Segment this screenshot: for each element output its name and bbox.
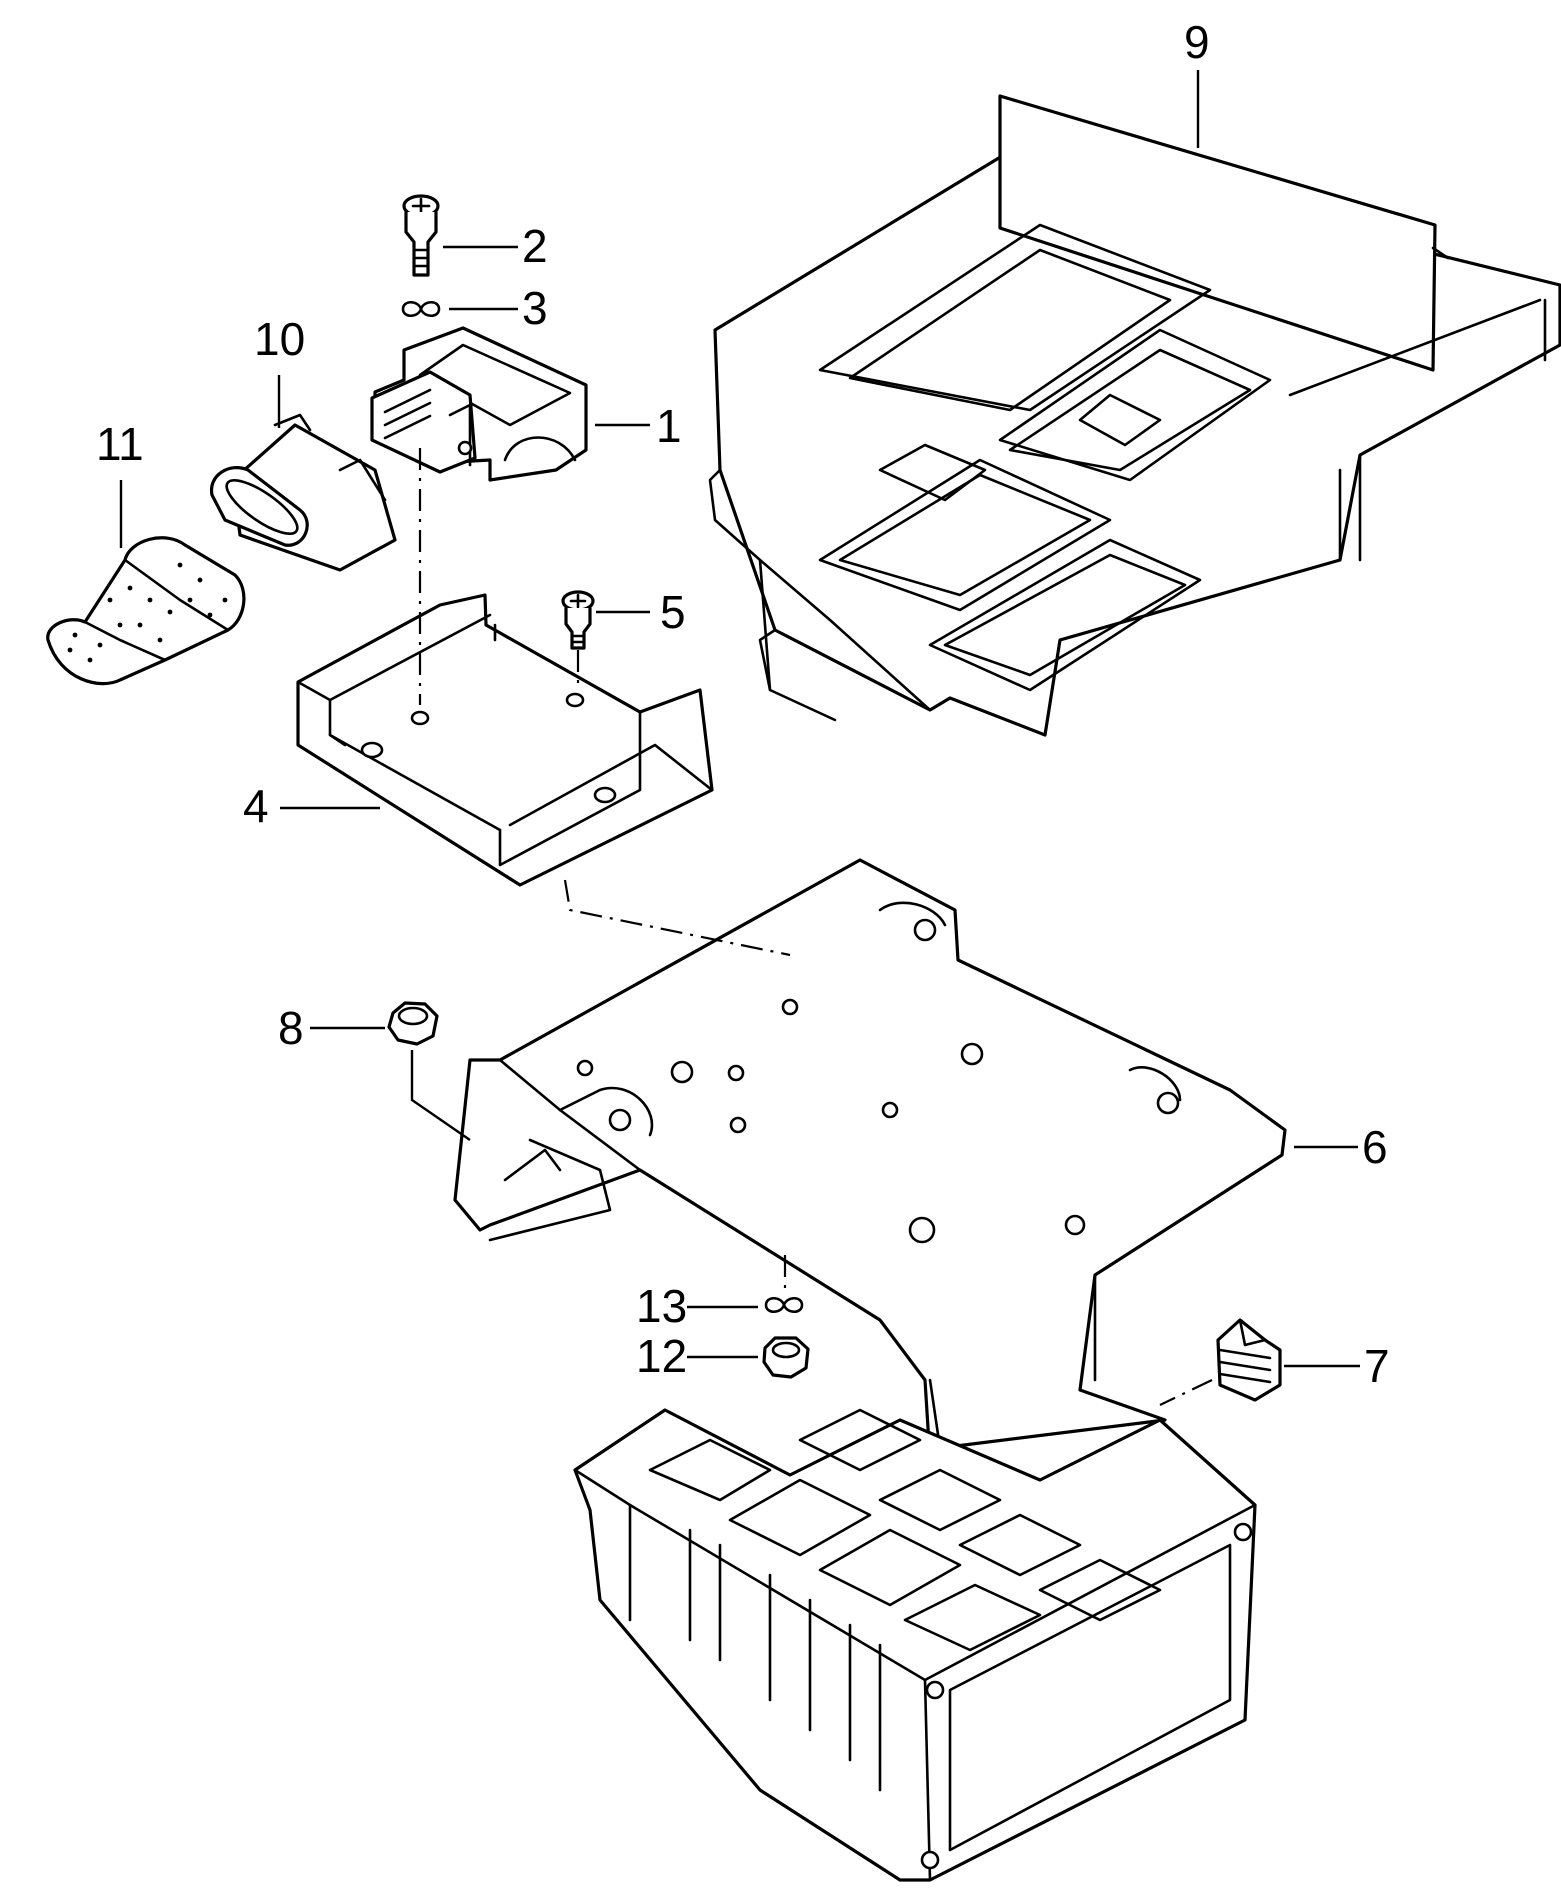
callout-13: 13 <box>636 1280 687 1332</box>
part-3-washer <box>401 300 441 318</box>
part-6-plate <box>453 858 1287 1462</box>
part-2-screw <box>402 194 440 277</box>
part-4-bracket <box>296 593 714 887</box>
part-11-boot <box>46 536 246 686</box>
part-10-connector <box>209 413 397 572</box>
assembly-lines <box>418 448 1213 1406</box>
callout-11: 11 <box>96 418 144 470</box>
part-12-nut <box>762 1336 810 1379</box>
callout-6: 6 <box>1362 1121 1388 1173</box>
callout-12: 12 <box>636 1330 687 1382</box>
part-9-tray <box>708 94 1561 737</box>
callout-2: 2 <box>522 220 548 272</box>
control-unit-box <box>573 1408 1257 1882</box>
callout-9: 9 <box>1184 16 1210 68</box>
part-7-clip <box>1216 1318 1282 1402</box>
callout-1: 1 <box>656 400 682 452</box>
part-1-module <box>370 326 588 482</box>
callout-7: 7 <box>1364 1340 1390 1392</box>
callout-8: 8 <box>278 1002 304 1054</box>
part-13-washer <box>764 1296 804 1314</box>
part-8-nut <box>387 1001 439 1046</box>
callout-5: 5 <box>660 586 686 638</box>
callout-4: 4 <box>243 780 269 832</box>
callout-10: 10 <box>254 313 305 365</box>
callout-3: 3 <box>522 282 548 334</box>
part-5-screw <box>561 590 595 650</box>
leader-lines <box>119 70 1360 1368</box>
callout-labels: 9 2 3 1 10 11 5 4 8 6 13 12 7 <box>96 16 1390 1392</box>
